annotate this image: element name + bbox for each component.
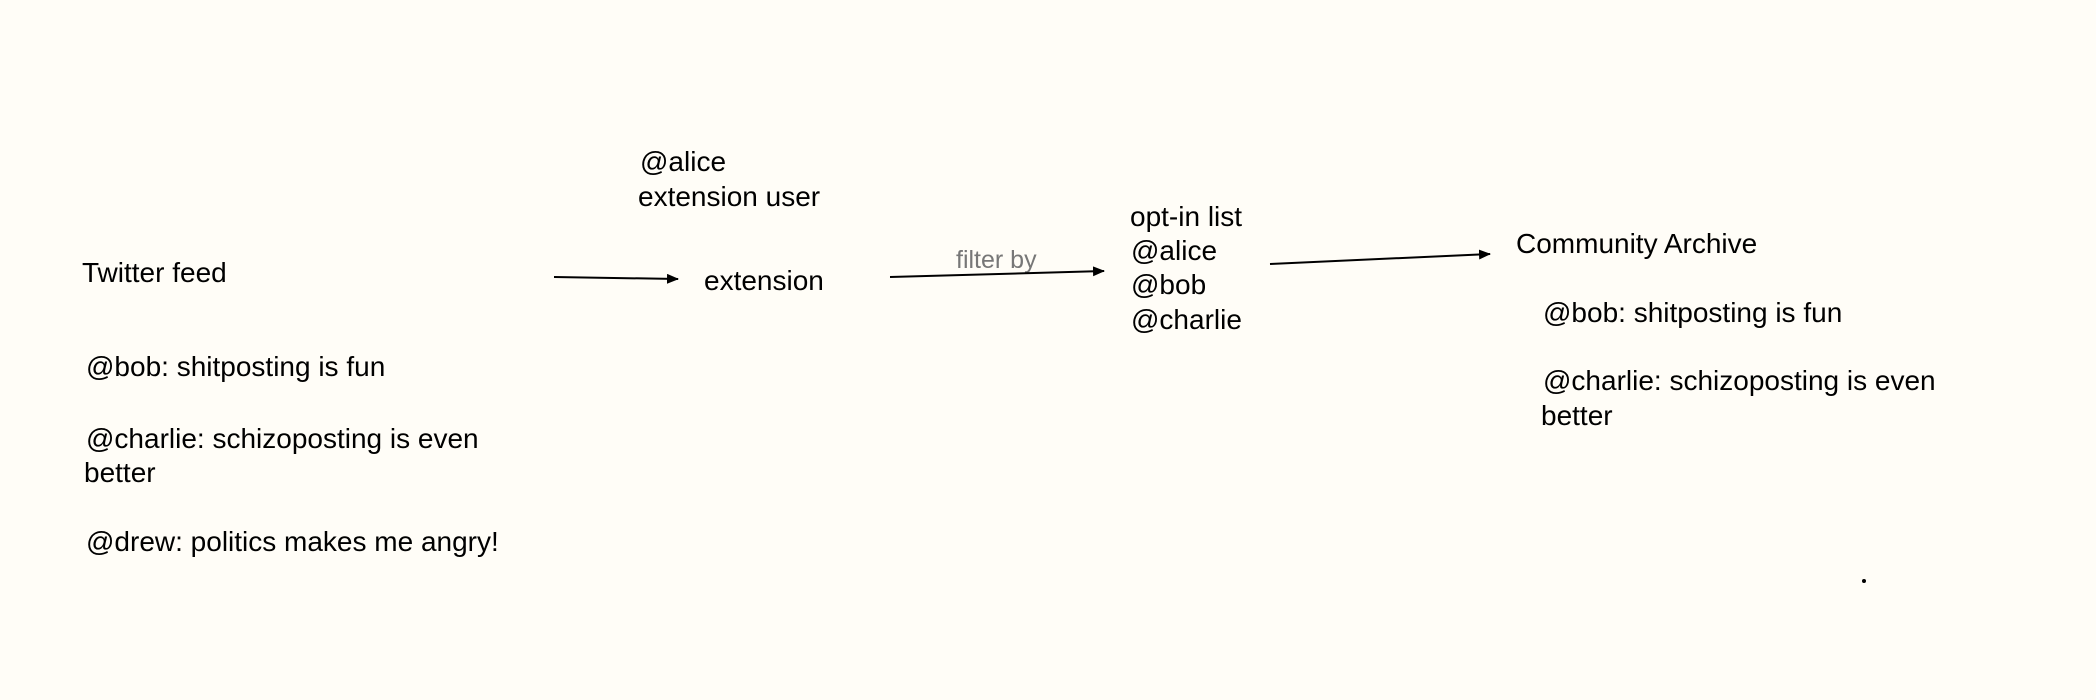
twitter-feed-post: better — [84, 457, 156, 488]
extension-user-role: extension user — [638, 181, 821, 212]
opt-in-member: @charlie — [1131, 304, 1242, 335]
extension-label: extension — [704, 265, 824, 296]
arrow-opt-in-to-archive — [1269, 249, 1491, 265]
twitter-feed-title: Twitter feed — [82, 257, 227, 288]
arrow-extension-to-opt-in — [889, 266, 1105, 278]
arrow-feed-to-extension — [553, 273, 679, 284]
community-archive-title: Community Archive — [1516, 228, 1758, 259]
archive-post: @charlie: schizoposting is even — [1543, 365, 1936, 396]
twitter-feed-post: @drew: politics makes me angry! — [86, 526, 499, 557]
twitter-feed-post: @charlie: schizoposting is even — [86, 423, 479, 454]
archive-post: better — [1541, 400, 1613, 431]
opt-in-list-title: opt-in list — [1130, 201, 1243, 232]
opt-in-member: @bob — [1131, 269, 1207, 300]
opt-in-member: @alice — [1131, 235, 1218, 266]
archive-post: @bob: shitposting is fun — [1543, 297, 1843, 328]
filter-by-label: filter by — [956, 246, 1037, 274]
extension-user-handle: @alice — [640, 146, 727, 177]
stray-dot — [1862, 579, 1866, 583]
twitter-feed-post: @bob: shitposting is fun — [86, 351, 386, 382]
